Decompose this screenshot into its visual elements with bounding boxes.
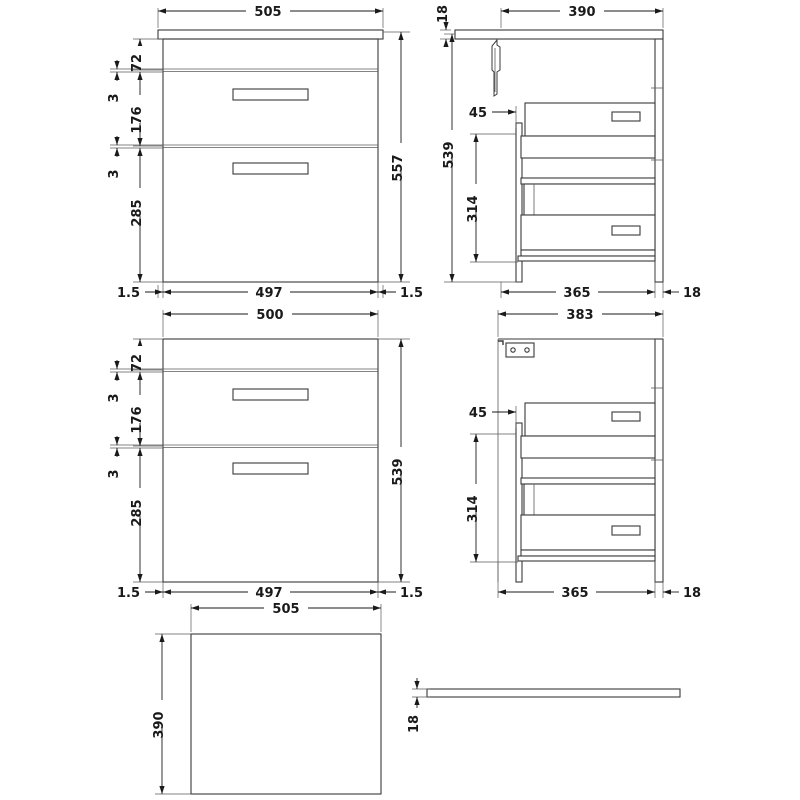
drawer-handle-upper-side [611, 111, 641, 122]
dim-497: 497 [255, 286, 282, 301]
dim-72-b: 72 [130, 354, 145, 372]
dim-390: 390 [568, 5, 595, 20]
dim-285: 285 [130, 199, 145, 226]
drawer-box-upper-side-2 [524, 402, 656, 437]
dim-285-b: 285 [130, 499, 145, 526]
dimtext-bg-505 [246, 3, 290, 19]
dim-15-left: 1.5 [117, 286, 140, 301]
drawer-handle-lower-b [232, 462, 309, 475]
dim-72: 72 [130, 54, 145, 72]
dimtext-bg-285b [132, 488, 149, 516]
back-panel-side-2 [654, 338, 664, 583]
dimtext-bg-314a [468, 184, 485, 212]
view-wallhung-unit-side: 383 45 314 365 18 [466, 306, 701, 601]
dimtext-bg-285 [132, 188, 149, 216]
dim-539-side: 539 [442, 141, 457, 168]
view-worktop-unit-front: 505 72 3 176 3 285 557 [107, 3, 423, 301]
dimtext-bg-176 [132, 95, 149, 123]
dimtext-bg-72 [132, 46, 149, 68]
cabinet-carcass-front-2 [162, 338, 379, 583]
drawer-divider-side [520, 177, 656, 185]
dimtext-bg-497b [248, 584, 290, 600]
dim-45-side: 45 [469, 106, 487, 121]
view-worktop-unit-side: 390 18 539 45 314 365 18 [436, 3, 701, 301]
dimtext-bg-365a [556, 284, 598, 300]
dim-314-side-2: 314 [466, 495, 481, 522]
dim-505-plan: 505 [272, 602, 299, 617]
dim-18-panel: 18 [683, 286, 701, 301]
dim-390-plan: 390 [152, 711, 167, 738]
drawer-handle-lower-side-2 [611, 525, 641, 536]
dim-500: 500 [256, 308, 283, 323]
drawer-rail-upper-side [520, 135, 656, 159]
dimtext-bg-176b [132, 395, 149, 423]
dim-539-front: 539 [391, 458, 406, 485]
dim-176: 176 [130, 106, 145, 133]
dimtext-bg-497 [248, 284, 290, 300]
view-worktop-plan: 505 390 18 [152, 600, 681, 795]
dim-15-right-b: 1.5 [400, 586, 423, 601]
drawer-divider-side-2 [520, 477, 656, 485]
side-inner-upright-2 [515, 422, 523, 583]
dim-176-b: 176 [130, 406, 145, 433]
dimtext-bg-539a [444, 130, 461, 158]
worktop-edge-strip [426, 688, 681, 698]
drawer-handle-lower [232, 162, 309, 175]
dimtext-bg-500 [248, 306, 292, 322]
dim-383: 383 [566, 308, 593, 323]
dimtext-bg-390b [154, 700, 171, 728]
plinth-lower-side [517, 255, 656, 262]
drawer-rail-upper-side-2 [520, 435, 656, 459]
dim-557: 557 [391, 154, 406, 181]
tap-icon [491, 38, 501, 97]
drawer-handle-upper-b [232, 388, 309, 401]
dim-3-lower-b: 3 [107, 469, 122, 478]
dim-15-left-b: 1.5 [117, 586, 140, 601]
dimtext-bg-383 [558, 306, 602, 322]
drawer-handle-upper-side-2 [611, 411, 641, 422]
worktop-slab [157, 29, 384, 40]
worktop-plan-rect [190, 633, 382, 795]
dim-365-side-2: 365 [561, 586, 588, 601]
dim-505-top: 505 [254, 5, 281, 20]
plinth-upper-side [520, 249, 656, 257]
plinth-lower-side-2 [517, 555, 656, 562]
dimtext-bg-365b [554, 584, 596, 600]
dim-365-side: 365 [563, 286, 590, 301]
dimtext-bg-72b [132, 346, 149, 368]
back-panel-side [654, 38, 664, 283]
dim-314-side: 314 [466, 195, 481, 222]
dimtext-bg-557 [393, 143, 410, 171]
drawer-handle-upper [232, 88, 309, 101]
dim-18-panel-2: 18 [683, 586, 701, 601]
dim-3-lower: 3 [107, 169, 122, 178]
dim-15-right: 1.5 [400, 286, 423, 301]
wall-bracket-icon [498, 340, 535, 358]
dim-497-b: 497 [255, 586, 282, 601]
dimtext-bg-539b [393, 447, 410, 475]
dim-18-plan: 18 [407, 715, 422, 733]
dim-3-upper-b: 3 [107, 393, 122, 402]
dimtext-bg-505b [264, 600, 308, 616]
drawer-handle-lower-side [611, 225, 641, 236]
worktop-slab-side [454, 29, 664, 40]
dimtext-bg-314b [468, 484, 485, 512]
cabinet-carcass-front [162, 38, 379, 283]
dim-18-worktop: 18 [436, 5, 451, 23]
plinth-upper-side-2 [520, 549, 656, 557]
dim-45-side-2: 45 [469, 406, 487, 421]
dim-3-upper: 3 [107, 93, 122, 102]
drawer-box-inner-side-2 [523, 483, 656, 516]
dimtext-bg-390 [560, 3, 604, 19]
drawer-box-inner-side [523, 183, 656, 216]
view-wallhung-unit-front: 500 72 3 176 3 285 539 [107, 306, 423, 601]
